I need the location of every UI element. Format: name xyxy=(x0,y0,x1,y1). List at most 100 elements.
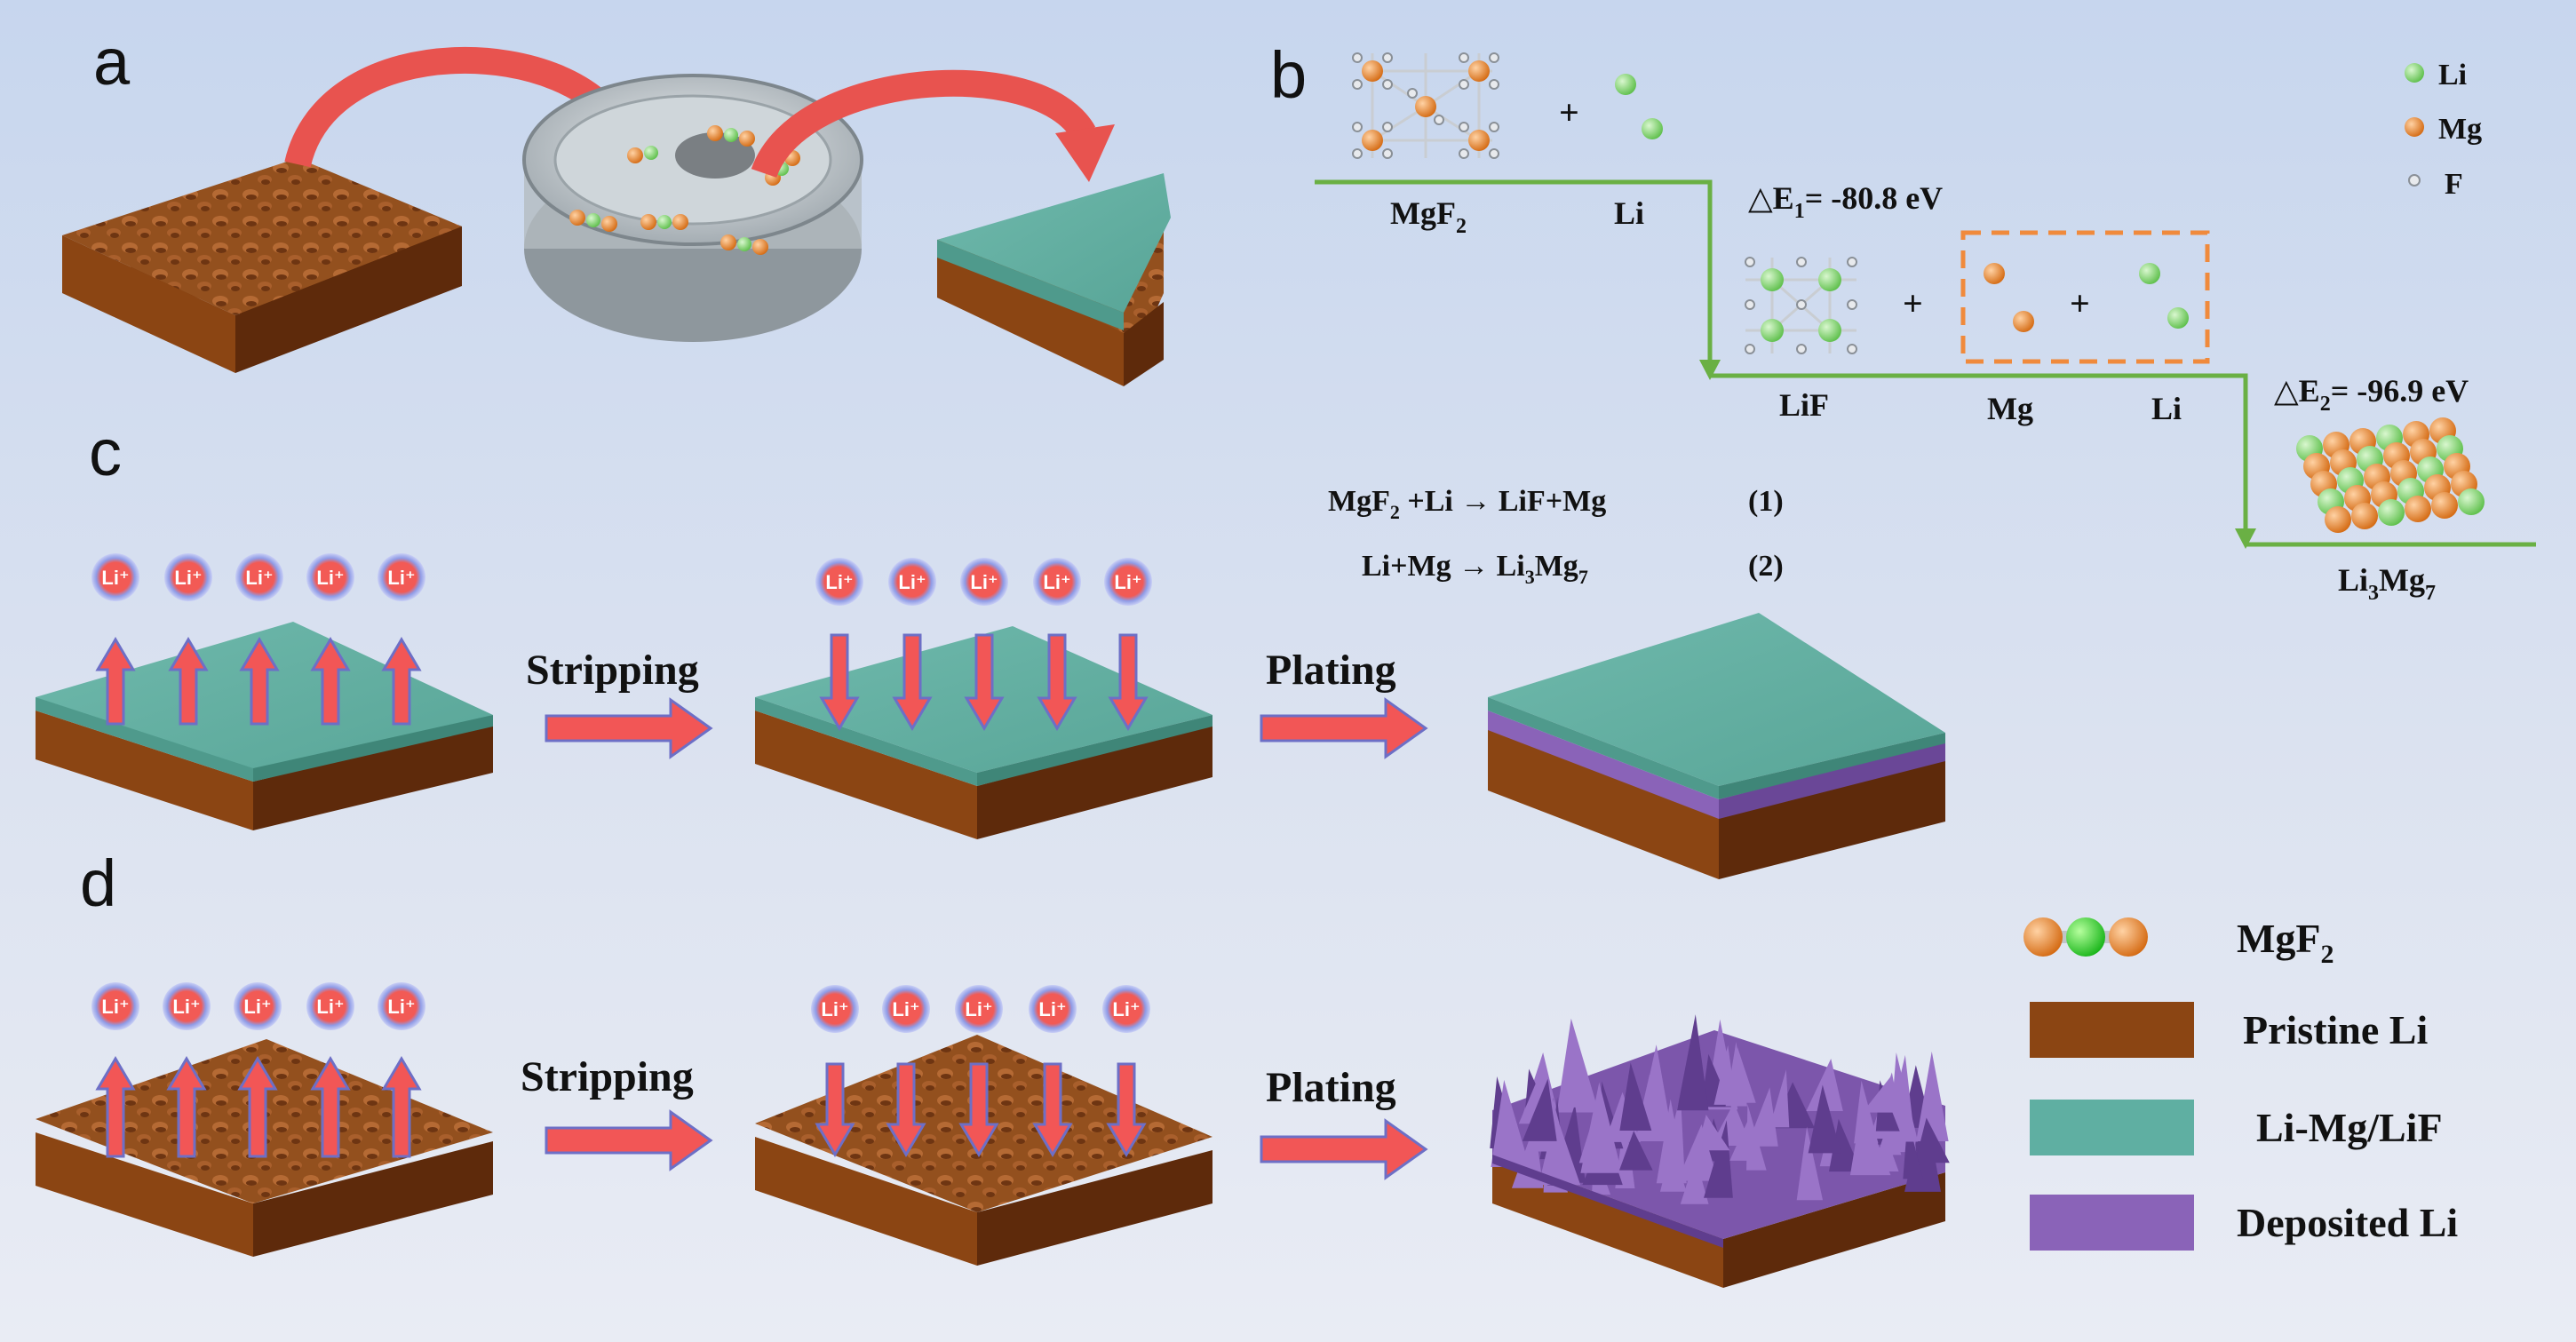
plus-sign-3: + xyxy=(2070,283,2090,323)
li-ion-icon: Li⁺ xyxy=(235,553,283,601)
li-ion-arrow xyxy=(310,1056,351,1158)
plating-arrow-c xyxy=(1260,697,1428,759)
li-ion-arrow xyxy=(239,637,280,726)
li-legend-label: Li xyxy=(2438,59,2467,91)
li-ion-arrow xyxy=(1106,1062,1147,1157)
li-ion-icon: Li⁺ xyxy=(91,982,139,1030)
panel-c-slab-1 xyxy=(36,622,493,830)
li-atom-3 xyxy=(2139,263,2160,284)
li-ion-label: Li⁺ xyxy=(1038,998,1066,1020)
state2-lif-label: LiF xyxy=(1779,387,1829,423)
equation-1-number: (1) xyxy=(1748,485,1784,518)
mgf2-molecule-icon xyxy=(2023,917,2148,957)
li-ion-arrow xyxy=(166,1056,207,1158)
plating-arrow-d xyxy=(1260,1118,1428,1180)
delta-e1-label: △E1= -80.8 eV xyxy=(1748,180,1943,223)
li-ion-icon: Li⁺ xyxy=(960,558,1008,606)
coated-li-slab-a xyxy=(937,173,1171,386)
pristine-li-legend-label: Pristine Li xyxy=(2243,1007,2428,1052)
mg-legend-icon xyxy=(2405,117,2424,137)
energy-level-2 xyxy=(1710,373,2248,544)
mg-atom-2 xyxy=(2013,311,2034,332)
li-atom-2 xyxy=(1642,118,1663,139)
delta-e2-label: △E2= -96.9 eV xyxy=(2274,373,2469,416)
mgf2-structure-icon xyxy=(1352,52,1499,159)
deposited-li-legend-label: Deposited Li xyxy=(2237,1200,2458,1245)
mg-atom-1 xyxy=(1984,263,2005,284)
li-ion-label: Li⁺ xyxy=(1112,998,1140,1020)
panel-label-c: c xyxy=(89,416,122,489)
mg-li-dashed-box xyxy=(1960,230,2210,364)
limg-lif-legend-label: Li-Mg/LiF xyxy=(2256,1105,2443,1150)
li-atom-4 xyxy=(2167,307,2189,329)
limg-lif-swatch xyxy=(2030,1100,2194,1155)
li-ion-label: Li⁺ xyxy=(387,996,415,1018)
state3-li3mg7-label: Li3Mg7 xyxy=(2338,562,2436,605)
li-ion-arrow xyxy=(815,1062,855,1157)
li-ion-label: Li⁺ xyxy=(316,567,344,589)
li-ion-arrow xyxy=(1032,1062,1073,1157)
stripping-label-c: Stripping xyxy=(526,647,699,694)
li-ion-icon: Li⁺ xyxy=(234,982,282,1030)
li-ion-label: Li⁺ xyxy=(970,571,998,593)
li-ion-icon: Li⁺ xyxy=(164,553,212,601)
energy-diagram: + MgF2 Li △E1= -80.8 eV + xyxy=(1315,52,2536,605)
plus-sign-1: + xyxy=(1559,92,1579,132)
plus-sign-2: + xyxy=(1903,283,1923,323)
equation-2: Li+Mg → Li3Mg7 xyxy=(1362,550,1588,588)
f-legend-icon xyxy=(2408,174,2421,187)
plating-label-d: Plating xyxy=(1266,1064,1396,1111)
lif-structure-icon xyxy=(1745,257,1857,354)
li-ion-icon: Li⁺ xyxy=(882,985,930,1033)
li-ion-arrow xyxy=(964,633,1005,731)
li-ion-arrow xyxy=(886,1062,926,1157)
curved-arrow-2 xyxy=(751,69,1096,179)
equation-1: MgF2 +Li → LiF+Mg xyxy=(1328,485,1606,523)
li-ion-icon: Li⁺ xyxy=(1029,985,1077,1033)
mgf2-legend-label: MgF2 xyxy=(2237,916,2334,969)
li-ion-label: Li⁺ xyxy=(892,998,919,1020)
stripping-arrow-c xyxy=(545,697,713,759)
li-ion-arrow xyxy=(819,633,860,731)
state2-li-label: Li xyxy=(2151,391,2182,426)
li-ion-arrow xyxy=(381,1056,422,1158)
li-ion-label: Li⁺ xyxy=(965,998,992,1020)
stripping-arrow-d xyxy=(545,1109,713,1171)
li-ion-label: Li⁺ xyxy=(174,567,202,589)
li3mg7-crystal-icon xyxy=(2296,417,2485,533)
stripping-label-d: Stripping xyxy=(521,1053,694,1100)
li-ion-label: Li⁺ xyxy=(245,567,273,589)
curved-arrow-2-head xyxy=(1055,124,1115,182)
panel-label-a: a xyxy=(93,25,131,99)
equation-2-number: (2) xyxy=(1748,550,1784,583)
li-ion-arrow xyxy=(1108,633,1149,731)
li-ion-label: Li⁺ xyxy=(101,567,129,589)
state2-mg-label: Mg xyxy=(1987,391,2033,426)
li-atom-1 xyxy=(1615,74,1636,95)
li-ion-icon: Li⁺ xyxy=(378,553,425,601)
li-ion-icon: Li⁺ xyxy=(306,982,354,1030)
atom-legend: Li Mg F xyxy=(2405,59,2482,201)
li-ion-label: Li⁺ xyxy=(1114,571,1141,593)
panel-label-d: d xyxy=(80,846,116,920)
li-ion-label: Li⁺ xyxy=(243,996,271,1018)
li-ion-arrow xyxy=(237,1056,278,1158)
state1-mgf2-label: MgF2 xyxy=(1390,195,1467,238)
state1-li-label: Li xyxy=(1614,195,1644,231)
li-ion-arrow xyxy=(1037,633,1077,731)
li-ion-arrow xyxy=(95,637,136,726)
li-ion-label: Li⁺ xyxy=(898,571,926,593)
li-ion-label: Li⁺ xyxy=(316,996,344,1018)
li-ion-arrow xyxy=(958,1062,999,1157)
f-legend-label: F xyxy=(2445,168,2463,201)
li-ion-arrow xyxy=(892,633,933,731)
li-ion-label: Li⁺ xyxy=(1043,571,1070,593)
li-ion-arrow xyxy=(310,637,351,726)
li-ion-arrow xyxy=(168,637,209,726)
plating-label-c: Plating xyxy=(1266,647,1396,694)
mgf2-solution-dish xyxy=(522,74,863,342)
li-ion-arrow xyxy=(381,637,422,726)
material-legend: MgF2 Pristine Li Li-Mg/LiF Deposited Li xyxy=(2023,916,2458,1251)
li-legend-icon xyxy=(2405,63,2424,83)
